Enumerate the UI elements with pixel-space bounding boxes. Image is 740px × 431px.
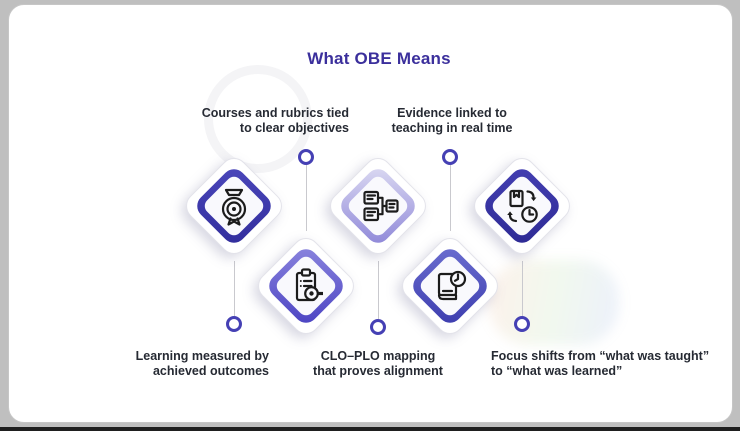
label-learning-outcomes: Learning measured by achieved outcomes bbox=[79, 349, 269, 379]
watermark-ring bbox=[204, 65, 312, 173]
connector-dot-4 bbox=[442, 149, 458, 165]
label-line: teaching in real time bbox=[391, 121, 513, 135]
label-line: Focus shifts from “what was taught” bbox=[491, 349, 710, 363]
connector-dot-5 bbox=[514, 316, 530, 332]
connector-line-3 bbox=[378, 261, 379, 319]
infographic-card: What OBE Means Courses and rubrics tied … bbox=[8, 4, 733, 423]
label-focus-shift: Focus shifts from “what was taught” to “… bbox=[491, 349, 726, 379]
label-line: achieved outcomes bbox=[152, 364, 269, 378]
connector-line-5 bbox=[522, 261, 523, 316]
connector-line-1 bbox=[234, 261, 235, 316]
window-bottom-edge bbox=[0, 427, 740, 431]
label-line: CLO–PLO mapping bbox=[320, 349, 436, 363]
label-line: Courses and rubrics tied bbox=[201, 106, 349, 120]
award-target-icon bbox=[212, 184, 256, 228]
clo-plo-mapping-icon bbox=[356, 184, 400, 228]
label-line: Learning measured by bbox=[135, 349, 269, 363]
label-line: Evidence linked to bbox=[397, 106, 507, 120]
label-evidence-realtime: Evidence linked to teaching in real time bbox=[352, 106, 552, 136]
label-line: to clear objectives bbox=[239, 121, 349, 135]
clipboard-search-icon bbox=[284, 264, 328, 308]
book-sync-clock-icon bbox=[500, 184, 544, 228]
connector-dot-2 bbox=[298, 149, 314, 165]
label-line: that proves alignment bbox=[313, 364, 443, 378]
page-title: What OBE Means bbox=[307, 49, 451, 68]
book-clock-icon bbox=[428, 264, 472, 308]
connector-dot-3 bbox=[370, 319, 386, 335]
connector-line-4 bbox=[450, 165, 451, 231]
connector-line-2 bbox=[306, 165, 307, 231]
label-line: to “what was learned” bbox=[491, 364, 623, 378]
connector-dot-1 bbox=[226, 316, 242, 332]
watermark-blob bbox=[489, 260, 619, 345]
label-clo-plo-mapping: CLO–PLO mapping that proves alignment bbox=[278, 349, 478, 379]
label-courses-rubrics: Courses and rubrics tied to clear object… bbox=[159, 106, 349, 136]
